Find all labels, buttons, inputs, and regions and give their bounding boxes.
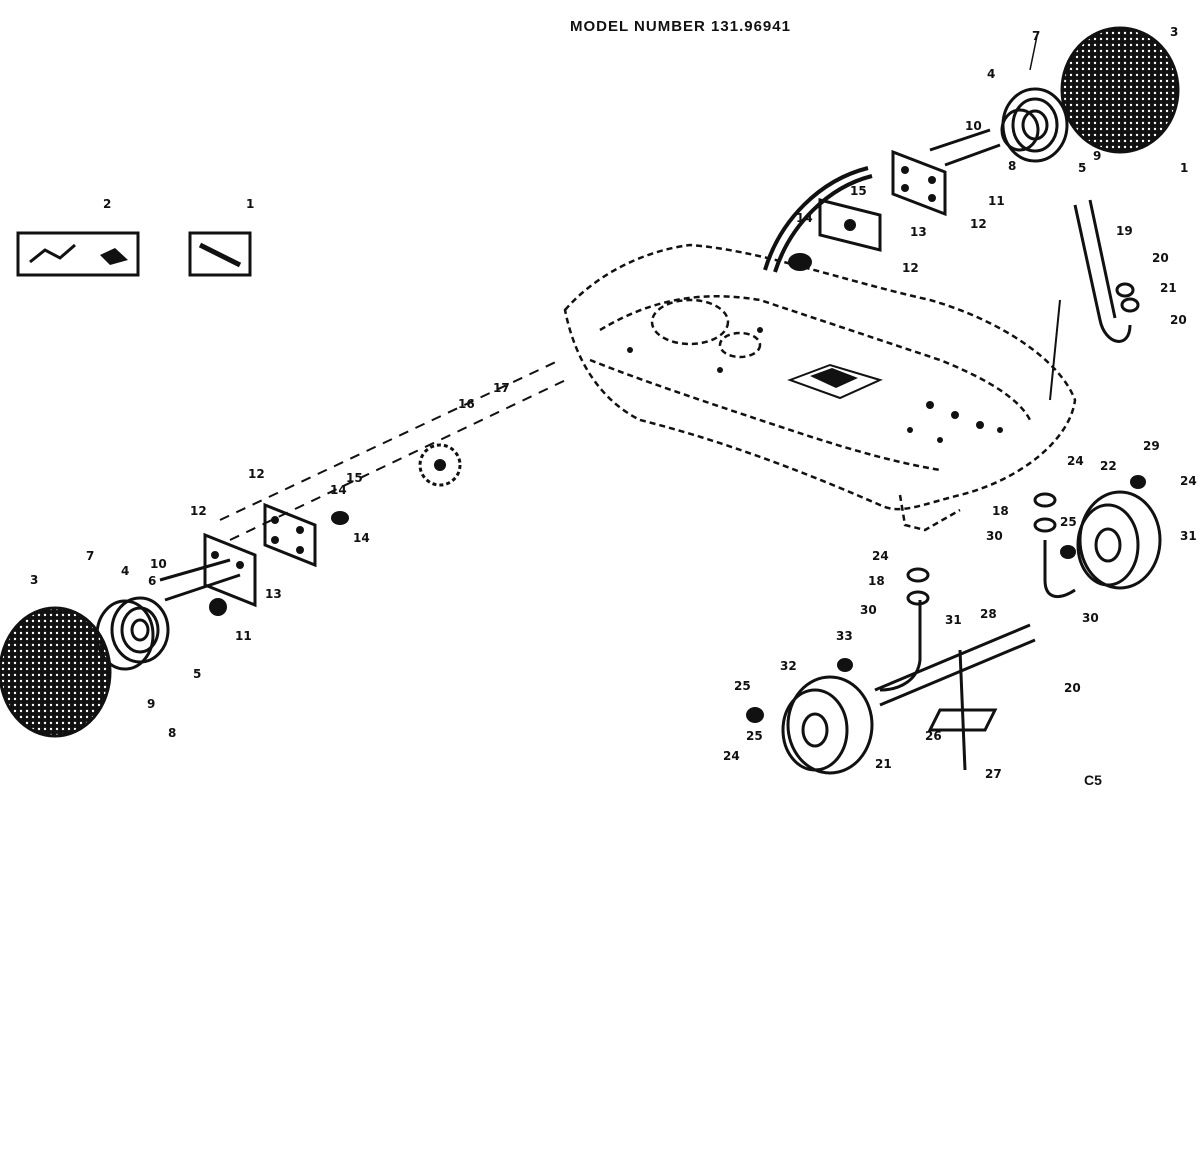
label-p17: 17 bbox=[493, 381, 510, 395]
deck-dotted-details bbox=[627, 327, 1003, 443]
label-p2: 2 bbox=[103, 197, 111, 211]
label-p4-left: 4 bbox=[121, 564, 129, 578]
label-p1-top: 1 bbox=[1180, 161, 1188, 175]
label-p10-top: 10 bbox=[965, 119, 982, 133]
label-p24-d: 24 bbox=[723, 749, 740, 763]
label-p20-a: 20 bbox=[1152, 251, 1169, 265]
caster-spindles bbox=[879, 492, 1076, 692]
label-p3-left: 3 bbox=[30, 573, 38, 587]
drive-shaft-dashed bbox=[219, 359, 571, 541]
label-p10-left: 10 bbox=[150, 557, 167, 571]
tire-top-right bbox=[1060, 26, 1180, 154]
axle-bracket-top-right bbox=[891, 128, 1001, 217]
label-p14-top: 14 bbox=[796, 211, 813, 225]
label-p1: 1 bbox=[246, 197, 254, 211]
label-p11-left: 11 bbox=[235, 629, 252, 643]
label-p7-top: 7 bbox=[1032, 29, 1040, 43]
label-p3-top: 3 bbox=[1170, 25, 1178, 39]
mower-deck bbox=[563, 243, 1077, 532]
label-p11-top: 11 bbox=[988, 194, 1005, 208]
label-p9-top: 9 bbox=[1093, 149, 1101, 163]
page-code: C5 bbox=[1084, 772, 1102, 788]
label-p33: 33 bbox=[836, 629, 853, 643]
label-p28: 28 bbox=[980, 607, 997, 621]
label-p7-left: 7 bbox=[86, 549, 94, 563]
label-p15-top: 15 bbox=[850, 184, 867, 198]
kit-box-2 bbox=[16, 231, 140, 277]
label-p4-top: 4 bbox=[987, 67, 995, 81]
label-p19: 19 bbox=[1116, 224, 1133, 238]
label-p12-left-a: 12 bbox=[248, 467, 265, 481]
caster-wheel-right bbox=[1076, 490, 1162, 590]
label-p25-c: 25 bbox=[746, 729, 763, 743]
label-p6-left: 6 bbox=[148, 574, 156, 588]
label-p18-a: 18 bbox=[992, 504, 1009, 518]
label-p25-b: 25 bbox=[734, 679, 751, 693]
label-p24-c: 24 bbox=[872, 549, 889, 563]
label-p31-a: 31 bbox=[1180, 529, 1197, 543]
label-p5-top: 5 bbox=[1078, 161, 1086, 175]
label-p12-top2: 12 bbox=[902, 261, 919, 275]
label-p13-left: 13 bbox=[265, 587, 282, 601]
callouts: 7 3 4 9 5 8 10 11 12 13 14 15 12 19 20 2… bbox=[30, 25, 1197, 781]
label-p27: 27 bbox=[985, 767, 1002, 781]
label-p5-left: 5 bbox=[193, 667, 201, 681]
label-p20-c: 20 bbox=[1064, 681, 1081, 695]
label-p22: 22 bbox=[1100, 459, 1117, 473]
label-p16: 16 bbox=[458, 397, 475, 411]
label-p21-b: 21 bbox=[875, 757, 892, 771]
label-p29: 29 bbox=[1143, 439, 1160, 453]
steering-rod bbox=[1073, 199, 1140, 343]
label-p20-b: 20 bbox=[1170, 313, 1187, 327]
label-p12-left-b: 12 bbox=[190, 504, 207, 518]
caster-wheel-left bbox=[781, 675, 874, 775]
tire-left bbox=[0, 606, 112, 738]
label-p15-left: 15 bbox=[346, 471, 363, 485]
label-p8-left: 8 bbox=[168, 726, 176, 740]
label-p30-b: 30 bbox=[1082, 611, 1099, 625]
label-p14-left-b: 14 bbox=[353, 531, 370, 545]
sprocket-16 bbox=[418, 443, 462, 487]
label-p30-a: 30 bbox=[986, 529, 1003, 543]
rim-top-right bbox=[1000, 87, 1069, 163]
label-p9-left: 9 bbox=[147, 697, 155, 711]
label-p12-top: 12 bbox=[970, 217, 987, 231]
label-p24-b: 24 bbox=[1180, 474, 1197, 488]
label-p24-a: 24 bbox=[1067, 454, 1084, 468]
belt-guard bbox=[763, 166, 873, 273]
label-p21-a: 21 bbox=[1160, 281, 1177, 295]
label-p18-b: 18 bbox=[868, 574, 885, 588]
bolts-left bbox=[209, 511, 349, 616]
label-p32: 32 bbox=[780, 659, 797, 673]
axle-bracket-left bbox=[159, 502, 317, 608]
bracket-13-top bbox=[788, 198, 882, 271]
rim-left bbox=[95, 596, 170, 671]
label-p31-b: 31 bbox=[945, 613, 962, 627]
nuts-caster bbox=[746, 475, 1146, 723]
label-p30-c: 30 bbox=[860, 603, 877, 617]
label-p13-top: 13 bbox=[910, 225, 927, 239]
deck-label-plate bbox=[787, 363, 883, 400]
model-number-title: MODEL NUMBER 131.96941 bbox=[570, 18, 791, 35]
label-p26: 26 bbox=[925, 729, 942, 743]
label-p14-left-a: 14 bbox=[330, 483, 347, 497]
kit-box-1 bbox=[188, 231, 252, 277]
axle-bar-28 bbox=[874, 623, 1036, 771]
label-p8-top: 8 bbox=[1008, 159, 1016, 173]
link-line bbox=[1049, 299, 1061, 401]
label-p25-a: 25 bbox=[1060, 515, 1077, 529]
